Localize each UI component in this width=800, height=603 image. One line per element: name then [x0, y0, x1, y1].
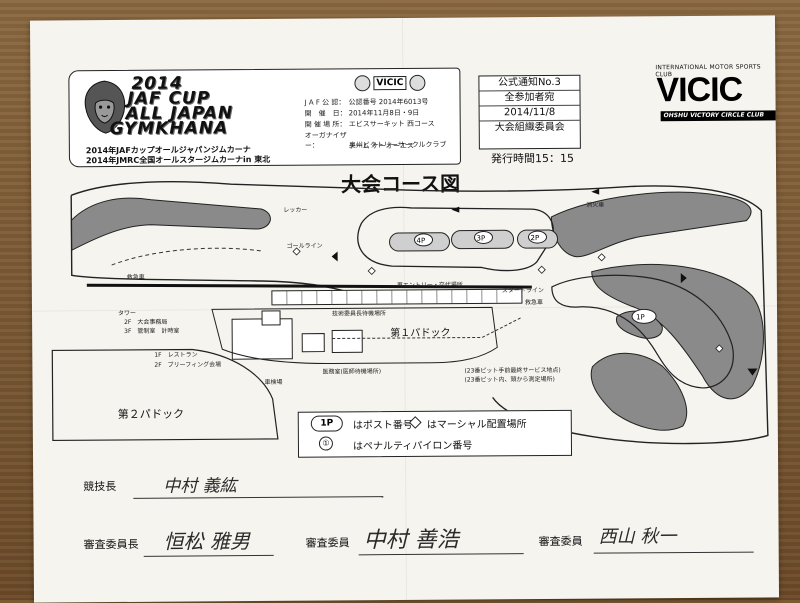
entry-swap-label: 再エントリー・交代場所	[397, 280, 463, 289]
paddock-2-label: 第２パドック	[118, 406, 184, 422]
tower-building	[262, 311, 280, 325]
steward-1-signature-line	[359, 553, 524, 555]
post-1p-label: 1P	[636, 313, 645, 321]
inspection-building	[302, 334, 324, 352]
medical-label: 医務室(医師待機場所)	[322, 366, 381, 375]
tower-3f-label: 3F 管制室 計時室	[124, 326, 179, 335]
dashed-access-path-left	[112, 248, 262, 265]
hill-area-left	[71, 197, 270, 250]
steward-2-label: 審査委員	[539, 533, 583, 549]
paddock-1-label: 第１パドック	[390, 324, 450, 339]
legend-marshal-text: はマーシャル配置場所	[427, 415, 527, 431]
pit-note-2: (23番ピット内、頭から測定場所)	[464, 374, 554, 384]
tech-official-label: 技術委員長待機場所	[332, 308, 386, 317]
main-straight-line	[87, 282, 532, 290]
start-line-label: スタートライン	[502, 285, 544, 294]
ambulance-right-label: 救急車	[525, 297, 543, 306]
steward-1-label: 審査委員	[306, 534, 350, 550]
steward-2-signature: 西山 秋一	[598, 522, 676, 549]
legend-post-badge: 1P	[311, 415, 343, 431]
legend-pylon-text: はペナルティパイロン番号	[353, 437, 473, 453]
steward-1-signature: 中村 善浩	[363, 522, 458, 555]
steward-2-signature-line	[594, 552, 754, 554]
hill-area-lower-right	[591, 353, 687, 431]
post-4p-label: 4P	[416, 237, 425, 245]
goal-line-label: ゴールライン	[287, 241, 323, 250]
ambulance-label: 救急車	[127, 272, 145, 281]
post-3p-label: 3P	[476, 234, 485, 242]
restaurant-1f-label: 1F レストラン	[154, 349, 197, 358]
chief-steward-signature: 恒松 雅男	[164, 525, 251, 555]
medical-building	[332, 330, 362, 352]
legend-pylon-badge: ①	[319, 437, 333, 451]
post-2p-label: 2P	[530, 234, 539, 242]
notice-sheet: 2014 JAF CUP ALL JAPAN GYMKHANA 2014年JAF…	[30, 15, 779, 602]
chief-signature-line	[144, 555, 274, 557]
course-map: 4P 3P 2P 1P	[30, 15, 778, 460]
tower-label: タワー	[118, 308, 136, 317]
clerk-of-course-label: 競技長	[83, 478, 116, 494]
rescue-label: レッカー	[283, 205, 307, 214]
legend-post-text: はポスト番号	[353, 416, 413, 431]
fire-truck-label: 消火車	[586, 200, 604, 209]
restaurant-2f-label: 2F ブリーフィング会場	[154, 359, 221, 368]
map-legend: 1P はポスト番号 はマーシャル配置場所 ① はペナルティパイロン番号	[298, 410, 572, 458]
clerk-of-course-signature: 中村 義紘	[163, 471, 237, 497]
inspection-label: 車検場	[264, 377, 282, 386]
chief-steward-label: 審査委員長	[84, 536, 139, 552]
pit-building	[272, 289, 522, 305]
tower-2f-label: 2F 大会事務局	[124, 317, 167, 326]
hill-area-right	[551, 192, 751, 257]
